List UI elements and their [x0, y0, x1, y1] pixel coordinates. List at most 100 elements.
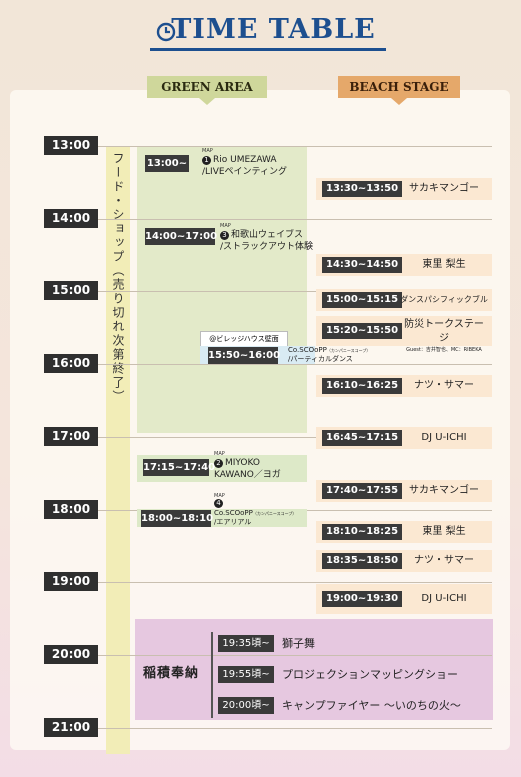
title-underline — [150, 48, 386, 51]
event-time: 17:15~17:40 — [143, 459, 215, 476]
ceremony-time: 19:35頃~ — [218, 635, 274, 652]
ceremony-time: 20:00頃~ — [218, 697, 274, 714]
hour-rule — [84, 655, 492, 656]
event-name: 東里 梨生 — [422, 526, 466, 537]
beach-stage-arrow — [391, 98, 407, 105]
beach-event: 17:40~17:55 サカキマンゴー — [316, 480, 492, 502]
map-number-badge: 2 — [214, 459, 223, 468]
hour-label: 21:00 — [44, 718, 98, 737]
hour-label: 13:00 — [44, 136, 98, 155]
beach-event: 16:45~17:15 DJ U-ICHI — [316, 427, 492, 449]
event-guest: Guest：吉井智也、MC：RIBEKA — [406, 347, 482, 353]
ceremony-name: プロジェクションマッピングショー — [282, 668, 458, 681]
green-area-block — [137, 146, 307, 433]
event-name: DJ U-ICHI — [421, 593, 467, 604]
event-time: 18:00~18:10 — [141, 510, 213, 527]
hour-rule — [84, 146, 492, 147]
hour-label: 20:00 — [44, 645, 98, 664]
map-tag: MAP — [220, 223, 231, 229]
event-time: 14:00~17:00 — [145, 228, 217, 245]
event-name-note: （カンパニースコープ） — [252, 511, 297, 516]
event-location-tag: @ビレッジハウス壁面 — [200, 331, 288, 347]
event-time: 15:50~16:00 — [208, 347, 280, 364]
event-sub: /パーティカルダンス — [288, 355, 353, 363]
event-name-note: （カンパニースコープ） — [326, 348, 371, 353]
event-name: ダンスパシフィックブルー — [400, 295, 488, 326]
hour-label: 17:00 — [44, 427, 98, 446]
event-desc: Co.SCOoPP（カンパニースコープ） /エアリアル — [214, 509, 296, 527]
event-name: Co.SCOoPP — [214, 509, 253, 517]
beach-event: 15:00~15:15ダンスパシフィックブルー — [316, 289, 492, 326]
event-time: 16:10~16:25 — [322, 378, 403, 394]
event-sub: /ストラックアウト体験 — [220, 242, 314, 252]
event-name: ナツ・サマー — [414, 380, 474, 391]
ceremony-bracket — [211, 632, 217, 718]
hour-rule — [84, 582, 492, 583]
hour-label: 19:00 — [44, 572, 98, 591]
event-name: サカキマンゴー — [409, 183, 479, 194]
food-shop-strip — [106, 146, 130, 754]
event-time: 14:30~14:50 — [322, 257, 403, 273]
event-time: 18:35~18:50 — [322, 553, 403, 569]
green-area-arrow — [199, 98, 215, 105]
event-name: サカキマンゴー — [409, 485, 479, 496]
map-number-badge: 1 — [202, 156, 211, 165]
event-time: 18:10~18:25 — [322, 524, 403, 540]
event-name: ナツ・サマー — [414, 555, 474, 566]
event-name: MIYOKO — [225, 458, 261, 468]
beach-event: 18:35~18:50 ナツ・サマー — [316, 550, 492, 572]
event-sub: /エアリアル — [214, 518, 252, 526]
event-name-group: 防災トークステージ Guest：吉井智也、MC：RIBEKA — [400, 318, 488, 353]
beach-stage-header: BEACH STAGE — [338, 76, 460, 98]
event-time: 17:40~17:55 — [322, 483, 403, 499]
event-time: 16:45~17:15 — [322, 430, 403, 446]
event-time: 13:30~13:50 — [322, 181, 403, 197]
event-time: 15:00~15:15 — [322, 292, 403, 308]
ceremony-block — [135, 619, 493, 720]
ceremony-label: 稲積奉納 — [143, 666, 200, 681]
beach-event: 14:30~14:50 東里 梨生 — [316, 254, 492, 276]
event-sub: KAWANO／ヨガ — [214, 470, 281, 480]
event-name: Co.SCOoPP — [288, 346, 327, 354]
beach-event: 18:10~18:25 東里 梨生 — [316, 521, 492, 543]
hour-label: 16:00 — [44, 354, 98, 373]
hour-rule — [84, 728, 492, 729]
event-name: Rio UMEZAWA — [213, 155, 277, 165]
food-shop-label: フード・ショップ（売り切れ次第終了） — [111, 152, 125, 404]
event-name: 防災トークステージ — [404, 319, 484, 344]
hour-rule — [84, 364, 492, 365]
beach-event: 16:10~16:25 ナツ・サマー — [316, 375, 492, 397]
event-name: 東里 梨生 — [422, 259, 466, 270]
hour-rule — [84, 437, 492, 438]
clock-icon — [156, 22, 176, 42]
event-name: 和歌山ウェイブス — [231, 230, 304, 240]
event-name: DJ U-ICHI — [421, 432, 467, 443]
ceremony-name: キャンプファイヤー ～いのちの火～ — [282, 699, 461, 712]
hour-rule — [84, 291, 492, 292]
event-time: 19:00~19:30 — [322, 591, 403, 607]
beach-event: 13:30~13:50 サカキマンゴー — [316, 178, 492, 200]
page-title: TIME TABLE — [171, 14, 376, 45]
hour-label: 18:00 — [44, 500, 98, 519]
green-area-header: GREEN AREA — [147, 76, 267, 98]
ceremony-name: 獅子舞 — [282, 637, 315, 650]
hour-label: 14:00 — [44, 209, 98, 228]
event-sub: /LIVEペインティング — [202, 167, 288, 177]
hour-label: 15:00 — [44, 281, 98, 300]
event-time: 13:00~ — [145, 155, 189, 172]
map-number-badge: 3 — [220, 231, 229, 240]
map-number-badge: 4 — [214, 499, 223, 508]
ceremony-time: 19:55頃~ — [218, 666, 274, 683]
event-time: 15:20~15:50 — [322, 323, 403, 339]
map-tag: MAP — [202, 148, 213, 154]
beach-event: 19:00~19:30 DJ U-ICHI — [316, 584, 492, 614]
map-tag: MAP — [214, 493, 225, 499]
event-desc: Co.SCOoPP（カンパニースコープ） /パーティカルダンス — [288, 346, 370, 364]
map-tag: MAP — [214, 451, 225, 457]
hour-rule — [84, 219, 492, 220]
